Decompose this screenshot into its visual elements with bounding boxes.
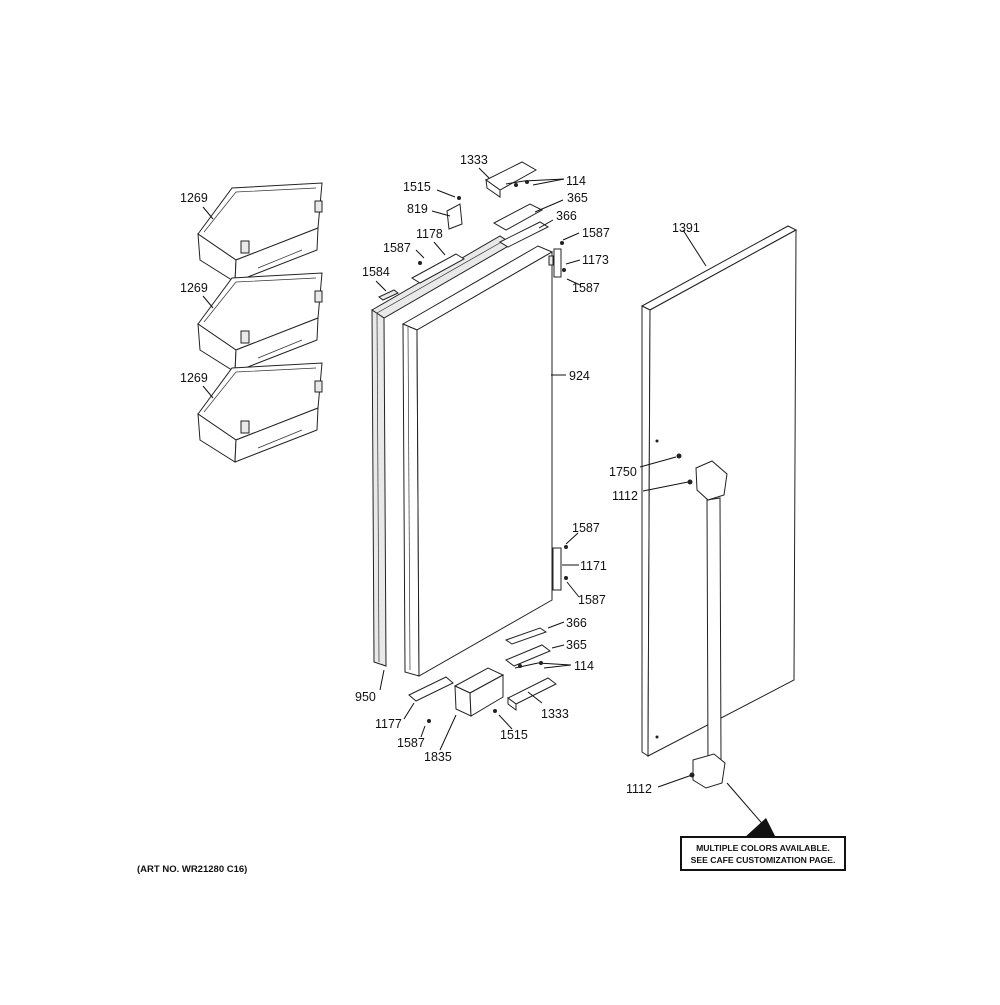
- top-bracket-1178: [411, 253, 465, 284]
- top-hinge-bracket: [492, 203, 544, 231]
- top-hinge: [485, 161, 538, 198]
- label-screw-1750: 1750: [609, 465, 637, 479]
- fastener-dots: [418, 180, 695, 778]
- label-bin-bottom: 1269: [180, 371, 208, 385]
- door-bin-middle: [197, 272, 323, 373]
- label-top-spacer-366: 366: [556, 209, 577, 223]
- label-top-screw-1515: 1515: [403, 180, 431, 194]
- door-handle: [692, 460, 728, 789]
- door-stop: [446, 203, 463, 230]
- label-door-closer-1835: 1835: [424, 750, 452, 764]
- label-bottom-hinge-1333: 1333: [541, 707, 569, 721]
- note-line-1: MULTIPLE COLORS AVAILABLE.: [696, 843, 830, 853]
- label-door-stop-819: 819: [407, 202, 428, 216]
- label-bottom-screw-1515: 1515: [500, 728, 528, 742]
- label-bottom-screw-114: 114: [574, 659, 594, 673]
- label-screw-1587-b: 1587: [383, 241, 411, 255]
- hinge-pin-plug: [378, 289, 399, 301]
- note-line-2: SEE CAFE CUSTOMIZATION PAGE.: [691, 855, 836, 865]
- customization-note: MULTIPLE COLORS AVAILABLE. SEE CAFE CUST…: [680, 818, 846, 871]
- inner-door-panel: [401, 245, 554, 677]
- label-screw-1587-a: 1587: [582, 226, 610, 240]
- door-gasket: [371, 235, 513, 667]
- upper-side-bracket: [553, 248, 562, 278]
- label-bracket-1178: 1178: [416, 227, 443, 241]
- label-top-screw-114: 114: [566, 174, 586, 188]
- label-gasket-950: 950: [355, 690, 376, 704]
- label-top-hinge: 1333: [460, 153, 488, 167]
- lower-side-bracket: [552, 547, 562, 591]
- label-bin-top: 1269: [180, 191, 208, 205]
- label-bracket-1173: 1173: [582, 253, 609, 267]
- label-screw-1587-c: 1587: [572, 281, 600, 295]
- label-outer-panel-1391: 1391: [672, 221, 700, 235]
- label-inner-door-924: 924: [569, 369, 590, 383]
- bottom-hinge-bracket: [505, 644, 551, 667]
- bottom-spacer: [504, 627, 548, 645]
- door-closer: [453, 667, 505, 717]
- label-screw-1587-f: 1587: [397, 736, 425, 750]
- label-handle-mount-bottom-1112: 1112: [626, 782, 652, 796]
- label-bin-middle: 1269: [180, 281, 208, 295]
- door-bin-bottom: [197, 362, 323, 463]
- bottom-bracket-1177: [408, 676, 454, 702]
- label-handle-mount-top-1112: 1112: [612, 489, 638, 503]
- label-bottom-bracket-365: 365: [566, 638, 587, 652]
- top-spacer: [498, 221, 550, 248]
- label-bracket-1177: 1177: [375, 717, 402, 731]
- leader-lines: [202, 167, 767, 829]
- label-screw-1587-e: 1587: [578, 593, 606, 607]
- label-plug-1584: 1584: [362, 265, 390, 279]
- bottom-hinge: [507, 677, 557, 711]
- door-bin-top: [197, 182, 323, 283]
- label-bracket-1171: 1171: [580, 559, 607, 573]
- label-screw-1587-d: 1587: [572, 521, 600, 535]
- art-number: (ART NO. WR21280 C16): [137, 864, 247, 875]
- label-top-bracket-365: 365: [567, 191, 588, 205]
- label-bottom-spacer-366: 366: [566, 616, 587, 630]
